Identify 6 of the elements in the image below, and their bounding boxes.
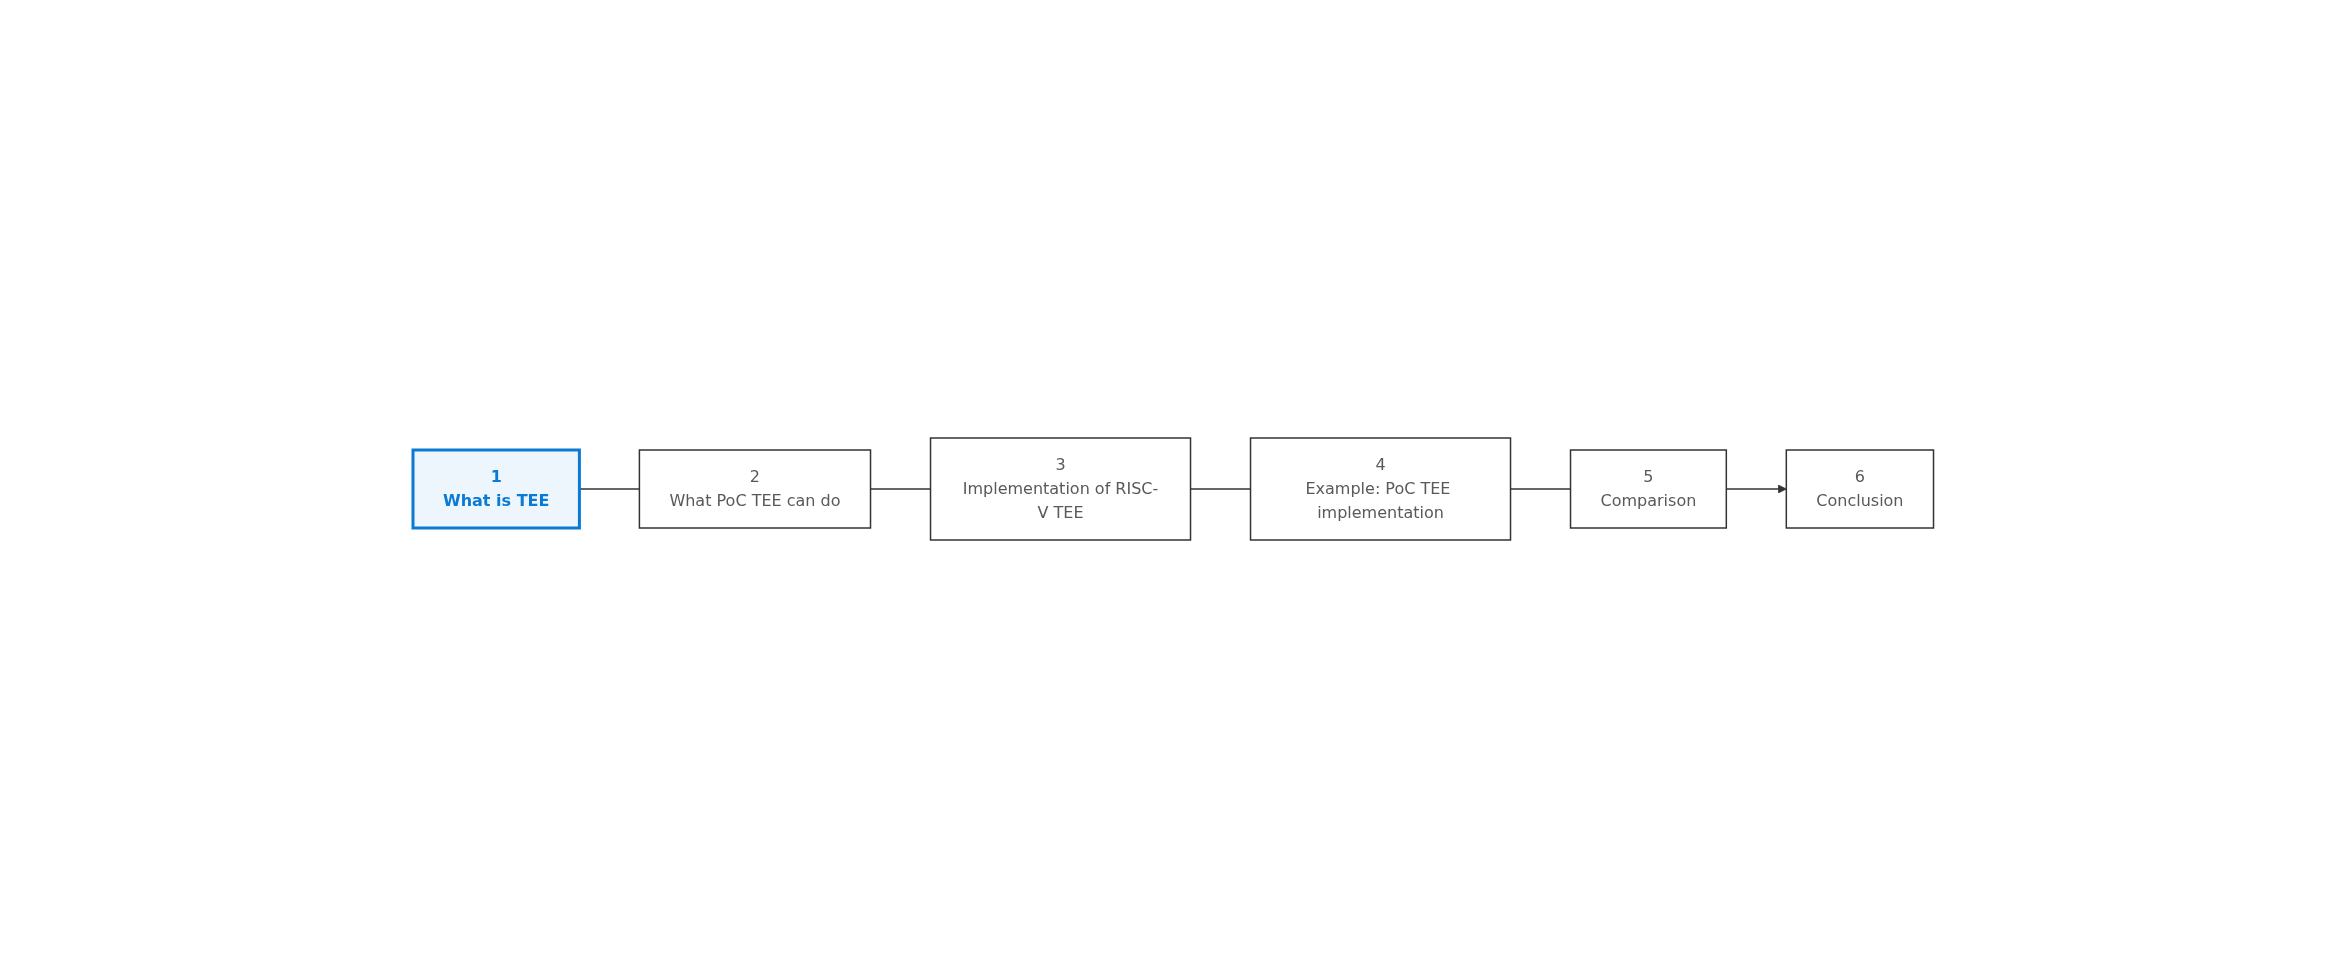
- node-box: 3 Implementation of RISC-V TEE: [929, 436, 1191, 541]
- node-box: 5 Comparison: [1569, 448, 1727, 529]
- node-box: 4 Example: PoC TEE implementation: [1249, 436, 1511, 541]
- node-box: 1 What is TEE: [411, 448, 581, 529]
- node-box: 2 What PoC TEE can do: [638, 448, 871, 529]
- node-box: 6 Conclusion: [1785, 448, 1934, 529]
